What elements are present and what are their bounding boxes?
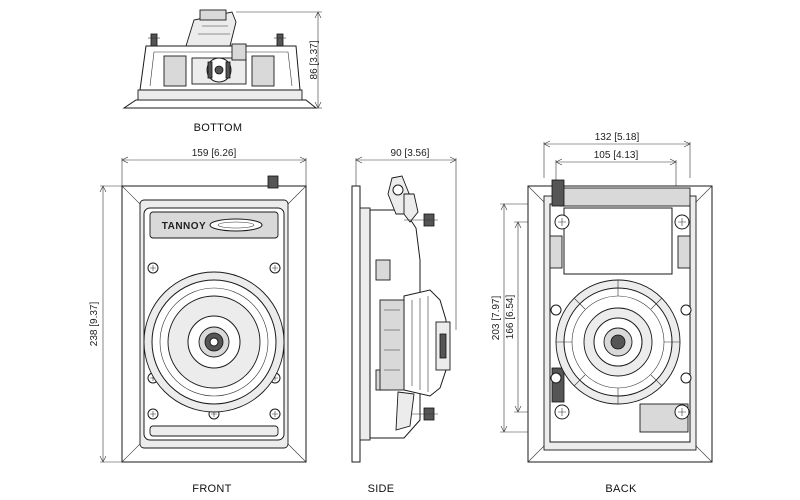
bottom-view: 86 [3.37] BOTTOM bbox=[122, 9, 322, 134]
back-view-label: BACK bbox=[605, 483, 637, 495]
back-inner-height-dimension: 166 [6.54] bbox=[505, 295, 516, 340]
bottom-view-label: BOTTOM bbox=[194, 122, 243, 134]
back-outer-width-dimension: 132 [5.18] bbox=[595, 132, 640, 143]
front-width-dimension: 159 [6.26] bbox=[192, 148, 237, 159]
front-height-dimension: 238 [9.37] bbox=[89, 302, 100, 347]
back-inner-width-dimension: 105 [4.13] bbox=[594, 150, 639, 161]
front-view: 159 [6.26] 238 [9.37] TANNOY bbox=[89, 148, 307, 463]
bottom-height-dimension: 86 [3.37] bbox=[309, 40, 320, 79]
front-brand-logo: TANNOY bbox=[162, 221, 206, 232]
front-view-label: FRONT bbox=[192, 483, 231, 495]
side-view: 90 [3.56] bbox=[351, 148, 457, 463]
side-view-label: SIDE bbox=[368, 483, 395, 495]
back-outer-height-dimension: 203 [7.97] bbox=[491, 296, 502, 341]
back-view: 132 [5.18] 105 [4.13] 203 [7.97] 166 [6.… bbox=[491, 132, 713, 463]
side-depth-dimension: 90 [3.56] bbox=[391, 148, 430, 159]
